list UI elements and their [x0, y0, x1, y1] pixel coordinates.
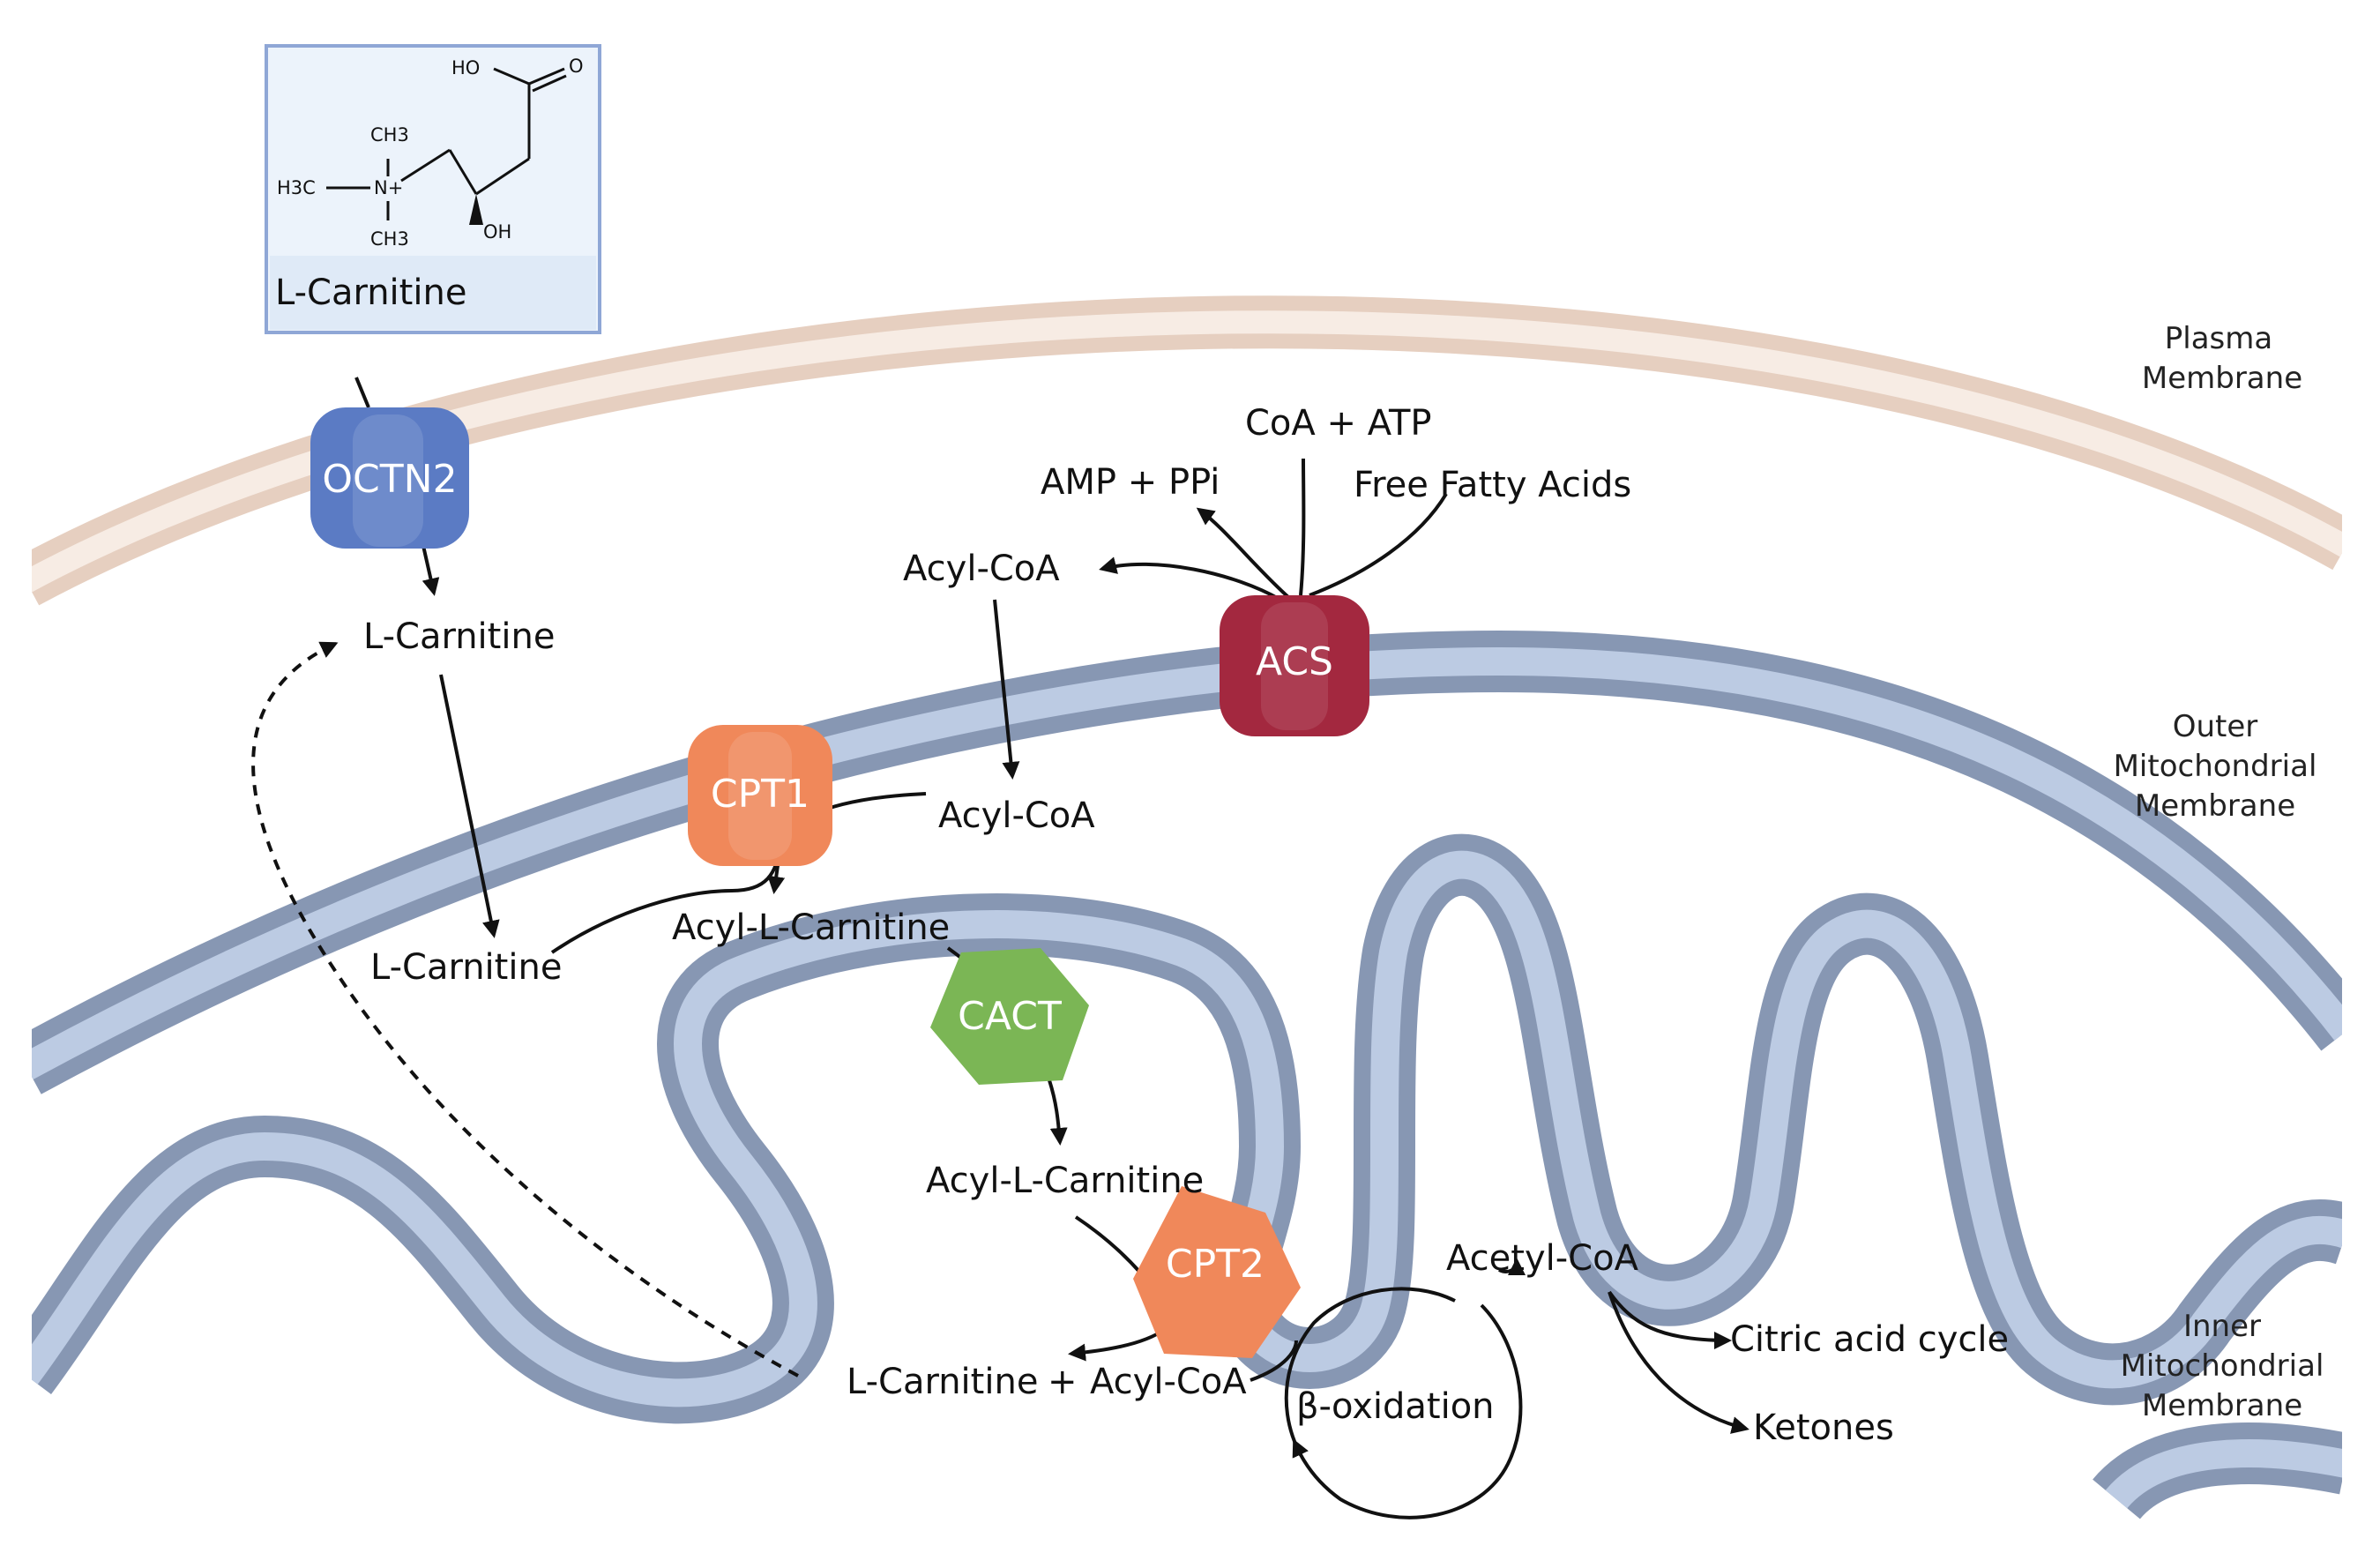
acyl-l-carnitine-matrix: Acyl-L-Carnitine — [926, 1161, 1204, 1201]
l-carnitine-cytosol: L-Carnitine — [363, 616, 555, 657]
outer-mitochondrial-membrane — [32, 630, 2342, 1094]
inner-membrane-label-line3: Membrane — [2142, 1388, 2302, 1423]
atom-ho: HO — [451, 57, 480, 78]
ketones: Ketones — [1753, 1407, 1894, 1448]
atom-n-plus: N+ — [374, 177, 403, 198]
free-fatty-acids: Free Fatty Acids — [1354, 465, 1631, 505]
octn2-label: OCTN2 — [322, 457, 457, 502]
beta-oxidation: β-oxidation — [1296, 1386, 1495, 1427]
arrow-beta-to-acetyl — [1498, 1258, 1526, 1276]
arrow-ffa-to-acs — [1309, 492, 1448, 597]
arrow-carnitine-to-ims — [439, 674, 500, 938]
atom-ch3-top: CH3 — [370, 124, 409, 146]
structure-name: L-Carnitine — [275, 273, 466, 313]
octn2-transporter: OCTN2 — [310, 407, 469, 549]
atom-oh: OH — [483, 221, 511, 243]
acetyl-coa: Acetyl-CoA — [1446, 1238, 1639, 1279]
cact-transporter: CACT — [930, 948, 1089, 1085]
plus-sign: + — [1048, 1362, 1078, 1402]
beta-oxidation-cycle-head — [1292, 1438, 1309, 1459]
arrow-to-citric-acid-cycle — [1608, 1290, 1732, 1349]
outer-membrane-label-line2: Mitochondrial — [2114, 749, 2317, 784]
inner-mitochondrial-membrane — [32, 833, 2342, 1520]
outer-membrane-label-line3: Membrane — [2135, 788, 2295, 824]
cpt2-label: CPT2 — [1166, 1242, 1265, 1287]
reaction-arrows — [251, 377, 1750, 1519]
plasma-membrane-label-line1: Plasma — [2165, 321, 2272, 356]
cpt2-enzyme: CPT2 — [1133, 1186, 1301, 1358]
acs-enzyme: ACS — [1220, 595, 1369, 736]
arrow-acs-to-amp-ppi — [1196, 507, 1291, 600]
plasma-membrane-label-line2: Membrane — [2142, 361, 2302, 396]
coa-atp: CoA + ATP — [1245, 403, 1432, 444]
l-carnitine-structure-panel: L-Carnitine HO O CH3 H3C N+ CH3 OH — [265, 44, 601, 334]
acyl-coa-cytosol: Acyl-CoA — [903, 549, 1060, 589]
arrow-acyl-coa-to-ims — [993, 599, 1020, 780]
atom-h3c: H3C — [277, 177, 316, 198]
atom-o: O — [569, 56, 584, 77]
arrow-acs-to-acyl-coa — [1099, 556, 1281, 601]
arrow-to-ketones — [1608, 1291, 1750, 1434]
amp-ppi: AMP + PPi — [1041, 462, 1220, 503]
membrane-labels: Plasma Membrane Outer Mitochondrial Memb… — [2114, 321, 2324, 1423]
metabolite-labels: L-Carnitine L-Carnitine CoA + ATP AMP + … — [363, 403, 2009, 1448]
outer-membrane-label-line1: Outer — [2173, 709, 2258, 744]
arrow-cact-to-matrix — [1048, 1079, 1068, 1146]
dashed-carnitine-recycle-arrow — [251, 641, 799, 1378]
cpt1-label: CPT1 — [711, 772, 809, 817]
citric-acid-cycle: Citric acid cycle — [1730, 1319, 2009, 1360]
l-carnitine-matrix: L-Carnitine — [847, 1362, 1038, 1402]
arrow-into-octn2 — [354, 377, 370, 408]
cact-label: CACT — [958, 994, 1062, 1039]
enzymes: OCTN2 ACS CPT1 CACT CPT2 — [310, 407, 1369, 1358]
carnitine-skeletal-formula: HO O CH3 H3C N+ CH3 OH — [277, 56, 584, 250]
inner-membrane-label-line1: Inner — [2183, 1309, 2261, 1344]
cpt1-enzyme: CPT1 — [688, 725, 832, 866]
beta-oxidation-cycle — [1284, 1287, 1523, 1519]
atom-ch3-bottom: CH3 — [370, 228, 409, 250]
acyl-coa-ims: Acyl-CoA — [938, 795, 1095, 836]
acyl-l-carnitine-ims: Acyl-L-Carnitine — [672, 907, 950, 948]
arrow-coa-atp-to-acs — [1299, 458, 1306, 596]
acyl-coa-matrix: Acyl-CoA — [1090, 1362, 1247, 1402]
l-carnitine-ims: L-Carnitine — [370, 947, 562, 988]
acs-label: ACS — [1256, 639, 1333, 684]
arrow-acyl-coa-to-beta — [1250, 1340, 1298, 1382]
inner-membrane-label-line2: Mitochondrial — [2121, 1348, 2324, 1384]
